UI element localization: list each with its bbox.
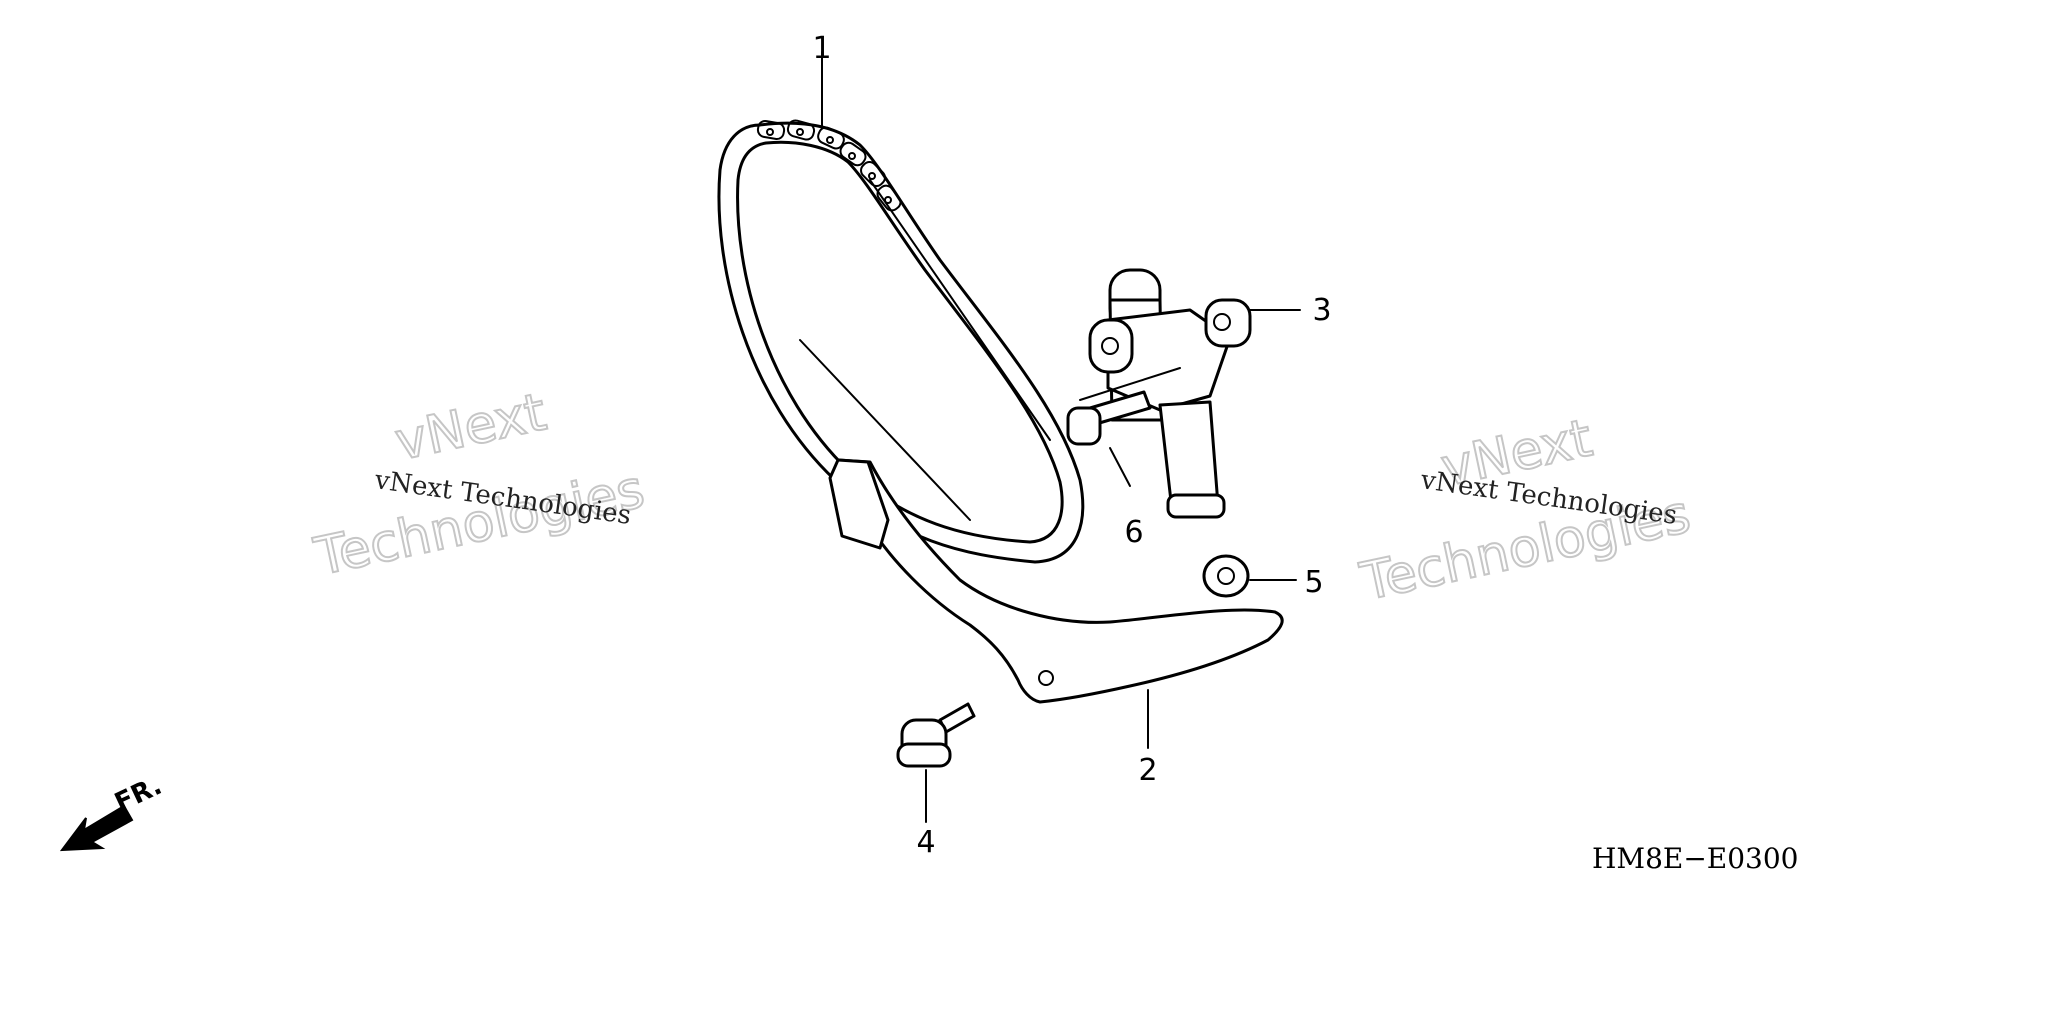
flange-bolt-guide	[896, 702, 976, 823]
callout-4: 4	[916, 825, 935, 860]
front-label: FR.	[110, 771, 166, 819]
callout-1: 1	[812, 31, 831, 66]
callout-6: 6	[1124, 515, 1143, 550]
front-arrow-icon	[59, 804, 134, 852]
chain-guide	[828, 458, 1284, 749]
watermark-big-line1: vNext	[390, 382, 551, 472]
watermark-left: vNext Technologies vNext Technologies	[308, 381, 650, 588]
diagram-code: HM8E−E0300	[1592, 842, 1799, 875]
watermark-right: vNext Technologies vNext Technologies	[1354, 407, 1696, 613]
front-direction-indicator: FR.	[59, 771, 167, 852]
callout-2: 2	[1138, 753, 1157, 788]
tensioner-assembly	[1079, 268, 1301, 519]
washer	[1202, 554, 1297, 598]
cam-chain	[717, 51, 1085, 564]
callout-3: 3	[1312, 293, 1331, 328]
callout-5: 5	[1304, 565, 1323, 600]
flange-bolt-tensioner	[1066, 390, 1152, 487]
